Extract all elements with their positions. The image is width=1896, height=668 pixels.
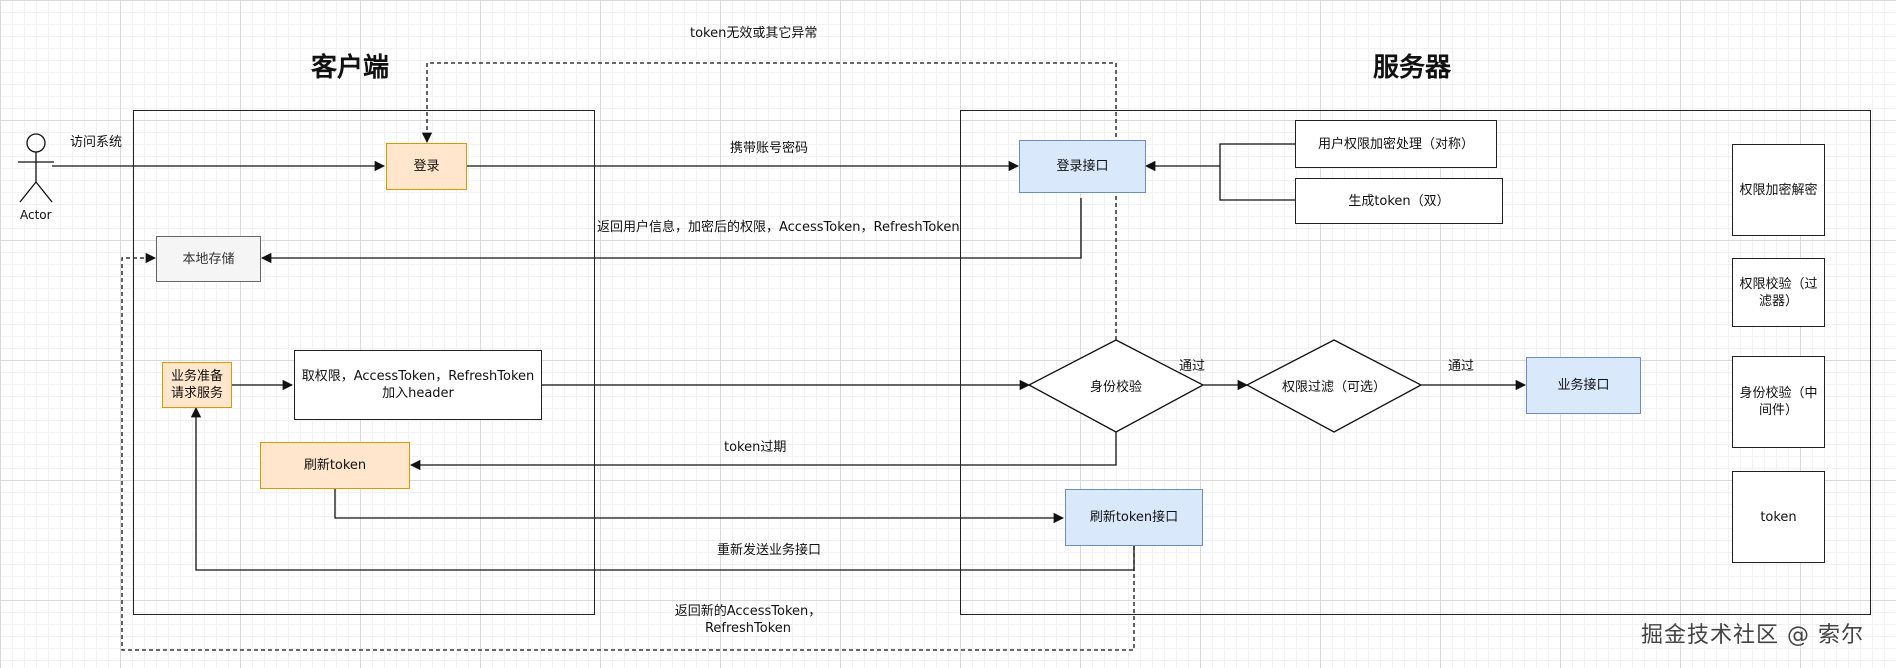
edge-merge-right [1219, 143, 1295, 201]
label-pass-2: 通过 [1448, 359, 1475, 374]
login-api-node[interactable]: 登录接口 [1019, 140, 1146, 193]
local-storage-node[interactable]: 本地存储 [156, 236, 261, 282]
login-node[interactable]: 登录 [386, 143, 467, 190]
edge-resend-biz [190, 406, 1135, 571]
user-perm-encrypt-node[interactable]: 用户权限加密处理（对称） [1295, 120, 1497, 168]
label-token-invalid: token无效或其它异常 [690, 26, 818, 41]
label-return-new-tokens: 返回新的AccessToken， RefreshToken [674, 604, 822, 636]
perm-filter-label[interactable]: 权限过滤（可选） [1281, 379, 1386, 395]
server-title: 服务器 [1373, 53, 1452, 83]
edge-return-user-info [260, 198, 1082, 264]
legend-identity-check: 身份校验（中 间件） [1732, 356, 1825, 448]
fetch-tokens-node[interactable]: 取权限，AccessToken，RefreshToken 加入header [294, 350, 542, 420]
refresh-token-api-node[interactable]: 刷新token接口 [1065, 489, 1203, 546]
identity-check-label[interactable]: 身份校验 [1089, 379, 1142, 395]
biz-api-node[interactable]: 业务接口 [1526, 357, 1641, 414]
watermark: 掘金技术社区 @ 索尔 [1641, 623, 1864, 648]
perm-filter-diamond [1245, 339, 1423, 433]
label-return-user-info: 返回用户信息，加密后的权限，AccessToken，RefreshToken [597, 220, 960, 235]
label-carry-credentials: 携带账号密码 [730, 141, 809, 156]
actor-label: Actor [20, 208, 52, 222]
label-token-expired: token过期 [724, 440, 787, 455]
gen-token-node[interactable]: 生成token（双） [1295, 178, 1503, 224]
identity-check-diamond [1027, 339, 1205, 433]
client-container [133, 110, 595, 615]
refresh-token-node[interactable]: 刷新token [260, 442, 410, 489]
legend-token: token [1732, 471, 1825, 563]
legend-perm-crypto: 权限加密解密 [1732, 144, 1825, 236]
edge-token-expired [409, 432, 1117, 471]
edge-refresh-to-api [334, 489, 1065, 524]
legend-perm-check: 权限校验（过 滤器） [1732, 258, 1825, 327]
label-visit-system: 访问系统 [70, 135, 123, 150]
biz-prepare-node[interactable]: 业务准备 请求服务 [162, 362, 232, 408]
label-resend-biz: 重新发送业务接口 [717, 543, 822, 558]
actor-figure [18, 133, 54, 203]
client-title: 客户端 [311, 53, 390, 83]
label-pass-1: 通过 [1179, 359, 1206, 374]
server-container [960, 110, 1871, 615]
